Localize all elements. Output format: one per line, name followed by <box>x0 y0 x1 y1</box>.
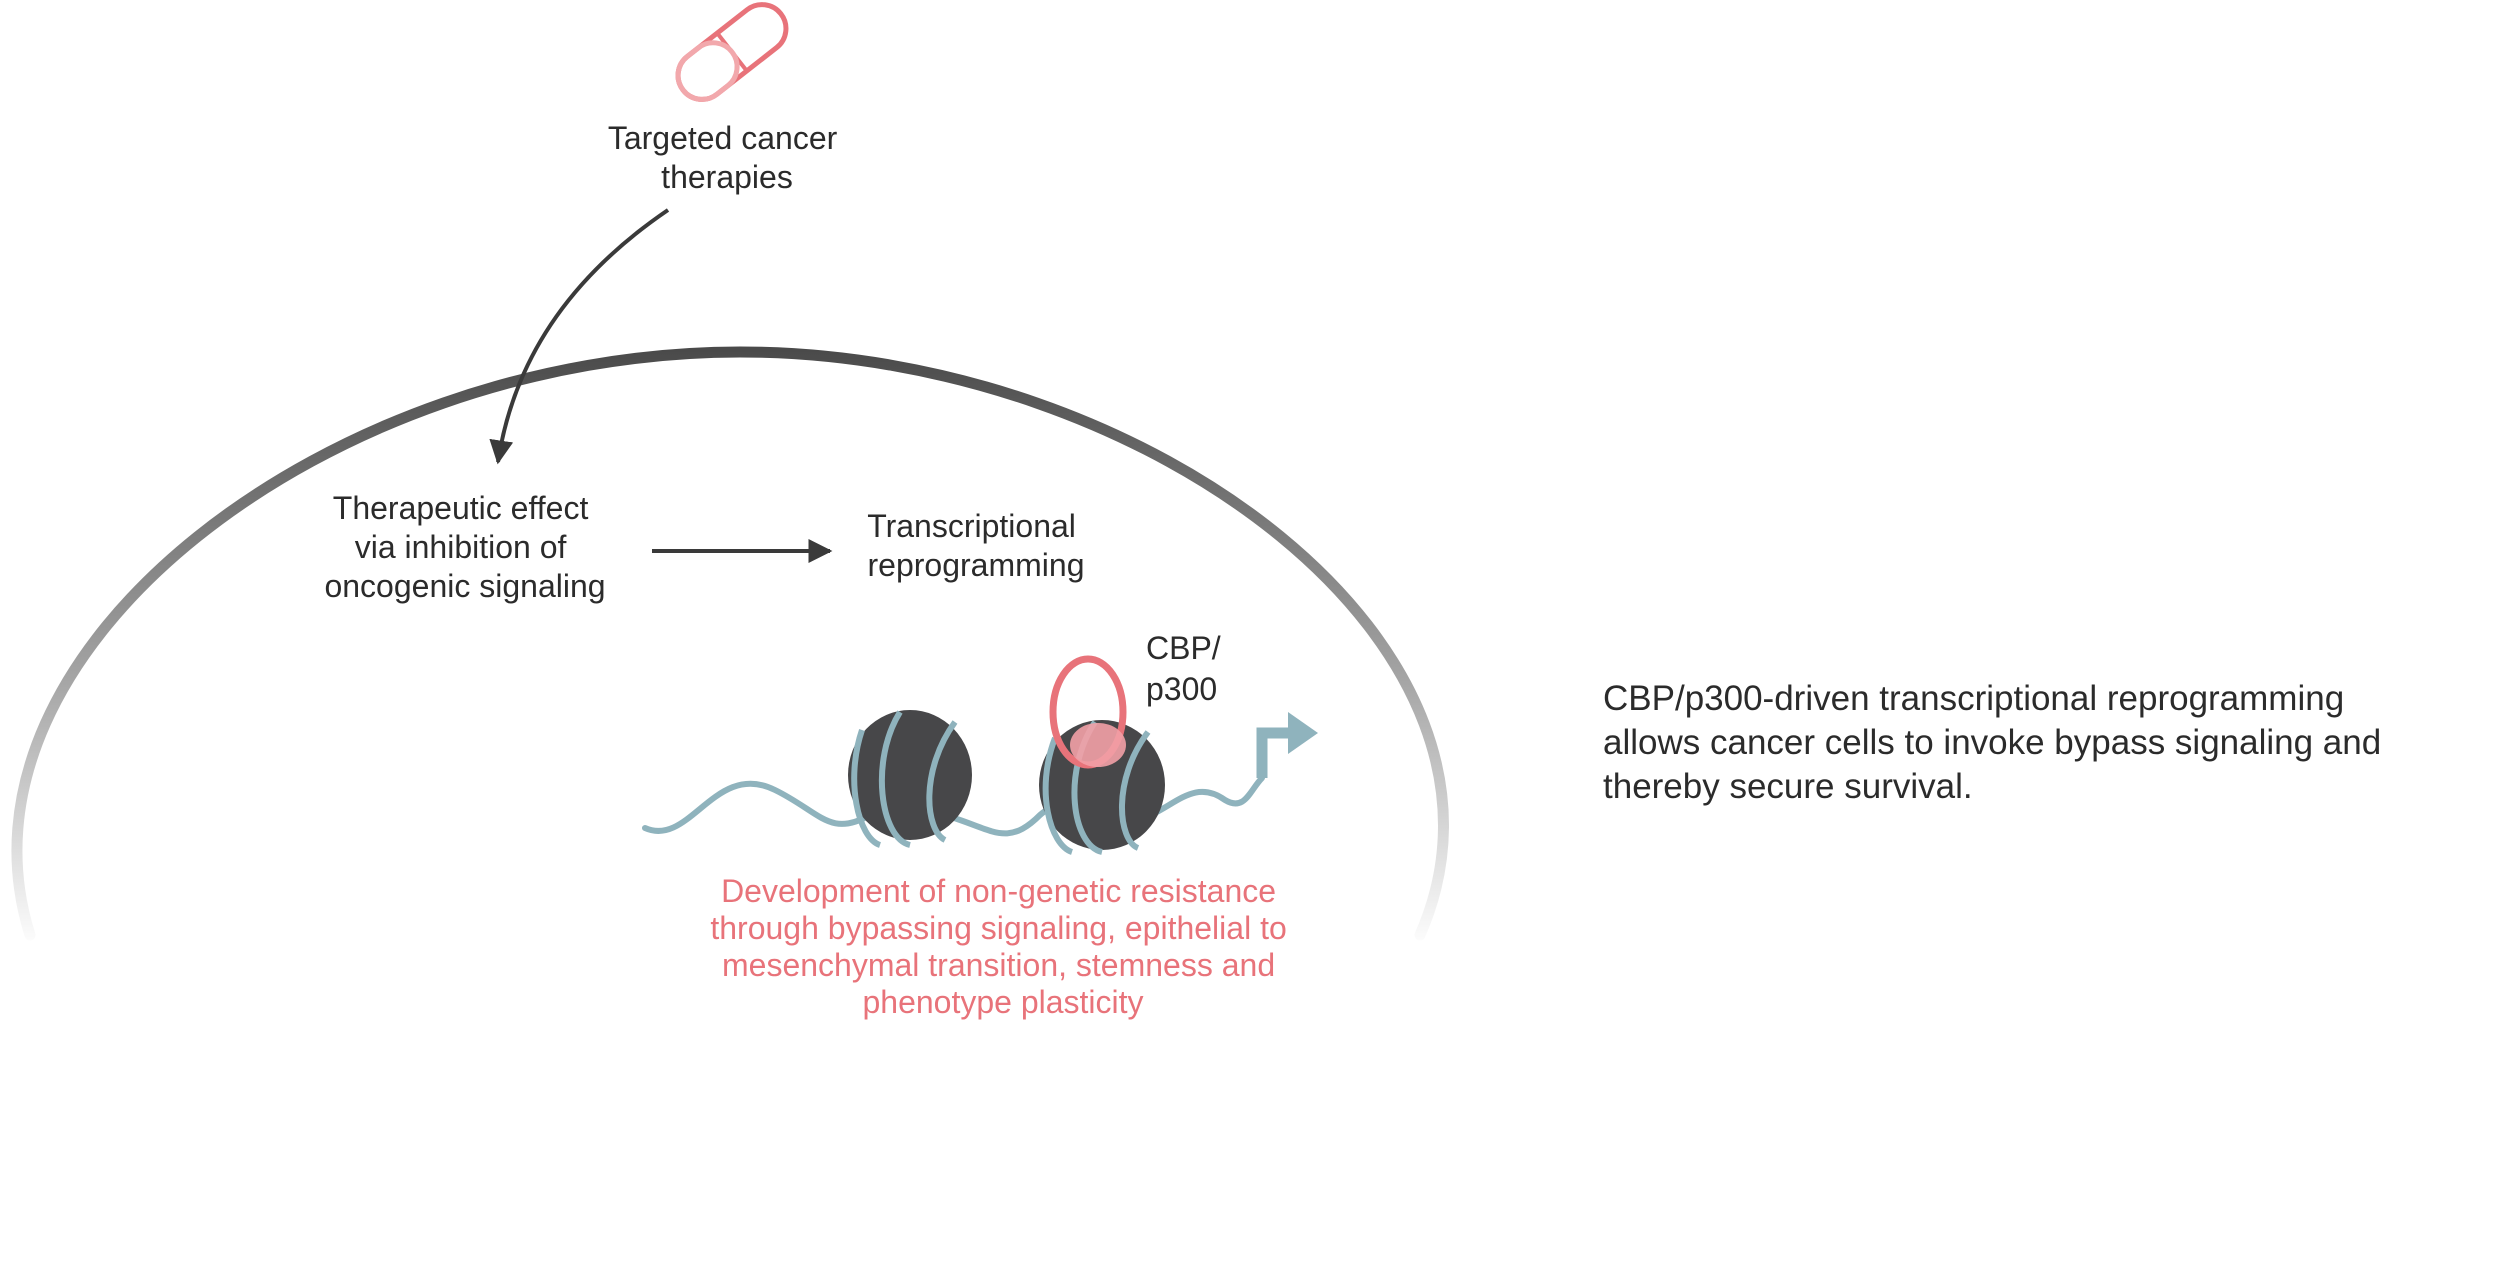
cell-membrane <box>11 346 1449 941</box>
drug-label: Targeted cancer therapies <box>608 120 846 195</box>
reprogramming-label: Transcriptional reprogramming <box>867 508 1085 583</box>
capsule-icon <box>675 2 789 102</box>
drug-to-effect-arrow <box>489 208 670 465</box>
cbp-p300-label: CBP/ p300 <box>1146 630 1230 707</box>
cbp-p300-icon <box>1049 655 1127 769</box>
summary-text: CBP/p300-driven transcriptional reprogra… <box>1603 679 2391 806</box>
nucleosome-icon <box>848 710 972 848</box>
effect-label: Therapeutic effect via inhibition of onc… <box>324 490 605 604</box>
transcription-arrow-icon <box>1256 712 1318 778</box>
dna-strand <box>642 775 1265 837</box>
nucleosome-icon <box>1039 720 1165 855</box>
outcome-label: Development of non-genetic resistance th… <box>710 873 1295 1020</box>
